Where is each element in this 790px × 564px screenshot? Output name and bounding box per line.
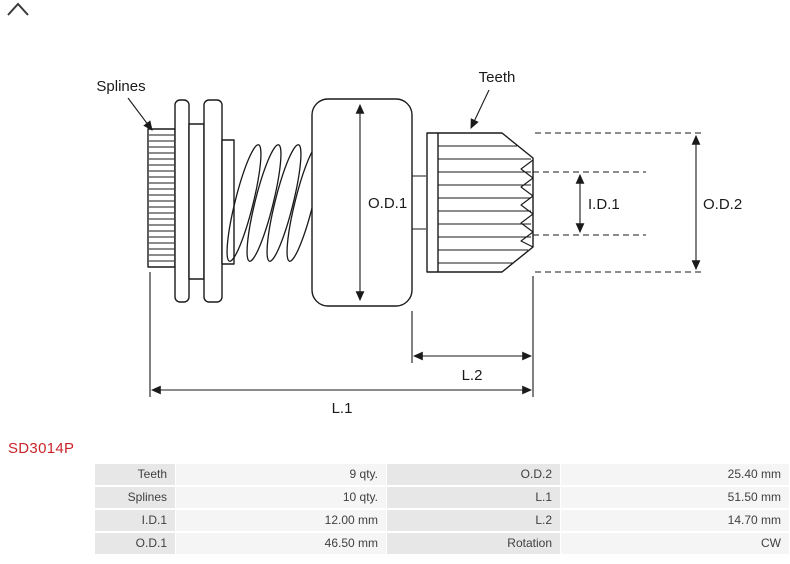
pinion-gear-shape: [426, 132, 534, 273]
splines-callout-label: Splines: [96, 78, 145, 95]
starter-drive-outline: [147, 98, 534, 307]
shaft-neck-shape: [412, 175, 426, 230]
spec-value-l1: 51.50 mm: [561, 487, 789, 508]
length-extension-lines: [149, 272, 534, 397]
spec-label-l1: L.1: [387, 487, 560, 508]
spec-value-l2: 14.70 mm: [561, 510, 789, 531]
od2-dimension-label: O.D.2: [703, 196, 742, 213]
spec-value-id1: 12.00 mm: [176, 510, 386, 531]
watermark-fragment: [7, 2, 29, 16]
teeth-leader-arrow: [470, 89, 490, 129]
drawing-labels: Splines Teeth O.D.1 I.D.1 O.D.2 L.2 L.1: [96, 69, 742, 417]
id1-dimension-label: I.D.1: [588, 196, 620, 213]
spec-label-rotation: Rotation: [387, 533, 560, 554]
spec-label-splines: Splines: [95, 487, 175, 508]
technical-drawing: Splines Teeth O.D.1 I.D.1 O.D.2 L.2 L.1: [7, 2, 742, 417]
spec-value-teeth: 9 qty.: [176, 464, 386, 485]
od1-dimension-label: O.D.1: [368, 195, 407, 212]
splines-leader-arrow: [127, 97, 153, 131]
spec-label-teeth: Teeth: [95, 464, 175, 485]
spec-label-l2: L.2: [387, 510, 560, 531]
spec-label-id1: I.D.1: [95, 510, 175, 531]
l1-dimension-label: L.1: [332, 400, 353, 417]
dimension-lines: [127, 89, 704, 397]
teeth-callout-label: Teeth: [479, 69, 516, 86]
spec-value-splines: 10 qty.: [176, 487, 386, 508]
spec-label-od1: O.D.1: [95, 533, 175, 554]
spec-value-od2: 25.40 mm: [561, 464, 789, 485]
splined-shaft-shape: [147, 128, 176, 268]
spec-value-od1: 46.50 mm: [176, 533, 386, 554]
spec-label-od2: O.D.2: [387, 464, 560, 485]
id1-extension-lines: [533, 171, 646, 236]
spec-value-rotation: CW: [561, 533, 789, 554]
collar-flanges-shape: [174, 99, 235, 303]
part-number: SD3014P: [8, 440, 75, 457]
spec-table: Teeth 9 qty. O.D.2 25.40 mm Splines 10 q…: [95, 464, 789, 554]
od2-extension-lines: [535, 132, 704, 273]
l2-dimension-label: L.2: [462, 367, 483, 384]
spring-shape: [226, 144, 322, 262]
